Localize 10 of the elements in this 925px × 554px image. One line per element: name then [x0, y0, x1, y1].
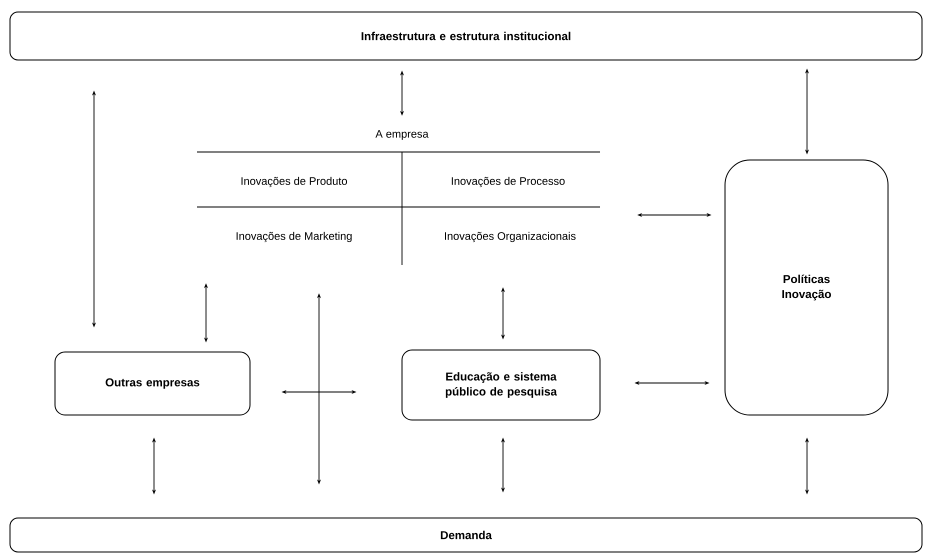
table-cell-text: Inovações de Produto	[242, 176, 348, 188]
band-box: Demanda	[10, 518, 923, 552]
rounded-box: Outras empresas	[54, 352, 250, 416]
band-box: Infraestrutura e estrutura institucional	[10, 12, 923, 60]
rounded-box: Educação e sistema público de pesquisa	[402, 350, 600, 420]
table-cell-text: Inovações de Marketing	[236, 232, 352, 242]
table-cell-text: Inovações de Processo	[452, 176, 565, 188]
table-heading: A empresa	[375, 130, 429, 140]
rounded-box: Políticas Inovação	[724, 160, 889, 416]
table-cell-text: Inovações Organizacionais	[445, 232, 576, 242]
